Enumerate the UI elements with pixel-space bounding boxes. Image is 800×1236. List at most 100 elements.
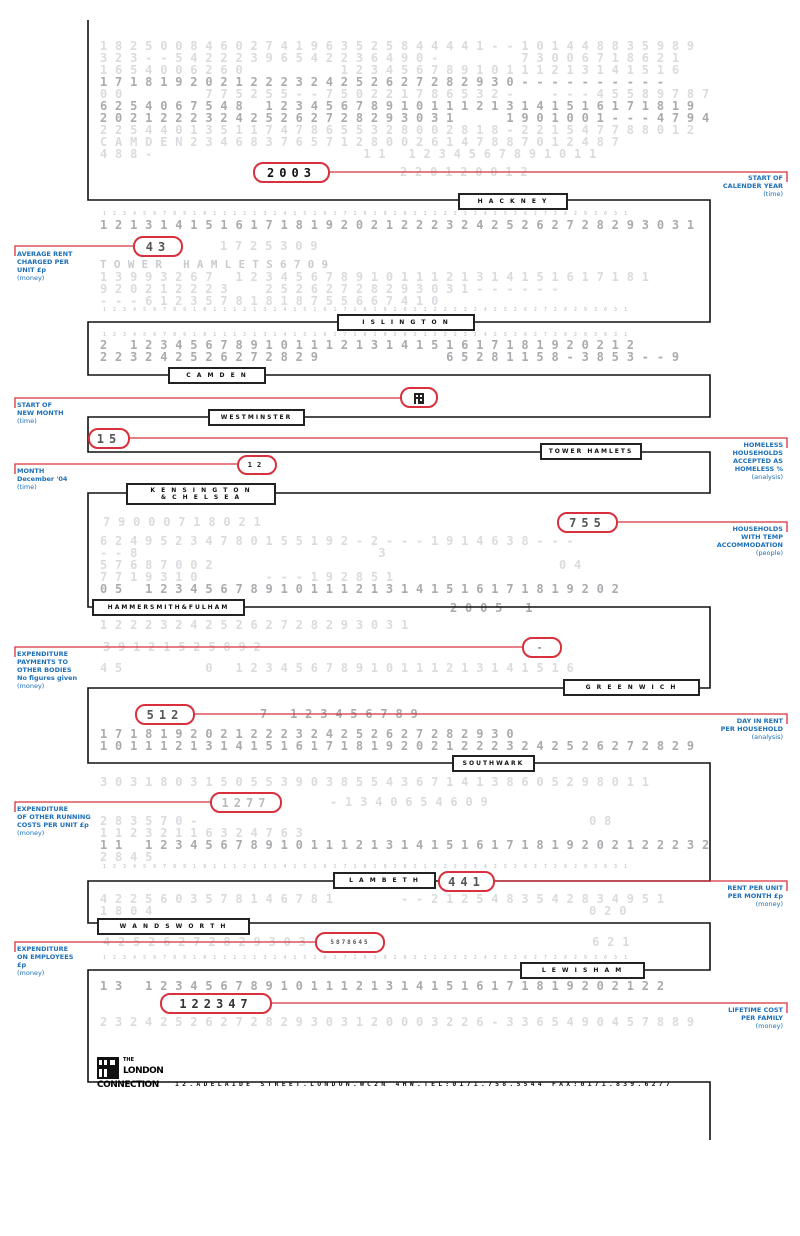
leader-line	[14, 245, 133, 256]
borough-lambeth: L A M B E T H	[333, 872, 436, 889]
leader-line	[618, 521, 788, 532]
leader-line	[14, 646, 522, 657]
number-row: 1 7 1 8 1 9 2 0 2 1 2 2 2 3 2 4 2 5 2 6 …	[100, 75, 665, 89]
leader-line	[330, 171, 788, 182]
value-bubble-month: 12	[237, 455, 277, 475]
value-bubble-calendar-year: 2003	[253, 162, 330, 183]
value-bubble-day-in-rent: 512	[135, 704, 195, 725]
number-row: 1 7 2 5 3 0 9	[220, 239, 318, 253]
borough-islington: I S L I N G T O N	[337, 314, 475, 331]
value-bubble-employees: 5878645	[315, 932, 385, 953]
number-row: 2 2 5 4 4 0 1 3 5 1 1 7 4 7 8 6 5 5 3 2 …	[100, 123, 695, 137]
number-row: 2 8 3 5 7 0 - 0 8	[100, 814, 612, 828]
number-row: 1 2 3 4 5 6 7 8 9 1 0 1 1 1 2 1 3 1 4 1 …	[103, 955, 630, 961]
borough-greenwich: G R E E N W I C H	[563, 679, 700, 696]
number-row: 0 5 1 2 3 4 5 6 7 8 9 1 0 1 1 1 2 1 3 1 …	[100, 582, 620, 596]
number-row: 3 0 3 1 8 0 3 1 5 0 5 5 3 9 0 3 8 5 5 4 …	[100, 775, 650, 789]
leader-line	[14, 801, 210, 812]
value-bubble-average-rent: 43	[133, 236, 183, 257]
number-row: 1 6 5 4 0 0 6 2 6 0 1 2 3 4 5 6 7 8 9 1 …	[100, 63, 680, 77]
number-row: 1 2 3 4 5 6 7 8 9 1 0 1 1 1 2 1 3 1 4 1 …	[103, 307, 630, 313]
number-row: 1 2 1 3 1 4 1 5 1 6 1 7 1 8 1 9 2 0 2 1 …	[100, 218, 695, 232]
value-bubble-payments-other-bodies: -	[522, 637, 562, 658]
number-row: 3 2 3 - - 5 4 2 2 2 3 9 6 5 4 2 2 3 6 4 …	[100, 51, 680, 65]
number-row: 4 2 2 5 6 0 3 5 7 8 1 4 6 7 8 1 - - 2 1 …	[100, 892, 665, 906]
number-row: C A M D E N 2 3 4 6 8 3 7 6 5 7 1 2 8 0 …	[100, 135, 620, 149]
borough-hackney: H A C K N E Y	[458, 193, 568, 210]
value-bubble-homeless-percent: 15	[88, 428, 130, 449]
number-row: 6 2 5 4 0 6 7 5 4 8 1 2 3 4 5 6 7 8 9 1 …	[100, 99, 695, 113]
label-rent-per-month: RENT PER UNIT PER MONTH £p(money)	[727, 884, 783, 908]
label-running-costs: EXPENDITURE OF OTHER RUNNING COSTS PER U…	[17, 805, 91, 837]
label-month: MONTH December '04(time)	[17, 467, 68, 491]
value-bubble-new-month	[400, 387, 438, 408]
number-row: 2 0 2 1 2 2 2 3 2 4 2 5 2 6 2 7 2 8 2 9 …	[100, 111, 710, 125]
number-row: 2 8 4 5	[100, 850, 153, 864]
logo-line-london: LONDON	[123, 1066, 164, 1076]
label-calendar-year: START OF CALENDER YEAR(time)	[722, 174, 783, 198]
number-row: 4 8 8 - 1 1 1 2 3 4 5 6 7 8 9 1 0 1 1	[100, 147, 597, 161]
number-row: 1 2 3 4 5 6 7 8 9 1 0 1 1 1 2 1 3 1 4 1 …	[103, 332, 630, 338]
label-average-rent: AVERAGE RENT CHARGED PER UNIT £p(money)	[17, 250, 73, 282]
number-row: - 1 3 4 0 6 5 4 6 0 9	[330, 795, 489, 809]
number-row: 1 8 0 4 0 2 0	[100, 904, 627, 918]
number-row: 2 2 3 2 4 2 5 2 6 2 7 2 8 2 9 6 5 2 8 1 …	[100, 350, 680, 364]
number-row: 0 0 7 7 5 2 5 5 - - 7 5 0 2 2 1 7 8 6 5 …	[100, 87, 710, 101]
number-row: 1 2 3 4 5 6 7 8 9 1 0 1 1 1 2 1 3 1 4 1 …	[103, 864, 630, 870]
leader-line	[14, 463, 237, 474]
label-day-in-rent: DAY IN RENT PER HOUSEHOLD(analysis)	[720, 717, 783, 741]
number-row: 1 1 2 3 2 1 1 6 3 2 4 7 6 3	[100, 826, 304, 840]
logo-line-connection: CONNECTION	[97, 1080, 159, 1090]
number-row: 1 2 2 2 3 2 4 2 5 2 6 2 7 2 8 2 9 3 0 3 …	[100, 618, 409, 632]
borough-lewisham: L E W I S H A M	[520, 962, 645, 979]
value-bubble-lifetime-cost: 122347	[160, 993, 272, 1014]
number-row: 5 7 6 8 7 0 0 2 0 4	[100, 558, 582, 572]
number-row: 1 2 3 4 5 6 7 8 9 1 0 1 1 1 2 1 3 1 4 1 …	[103, 211, 630, 217]
number-row: 2 0 0 5 1	[450, 601, 533, 615]
borough-route-line	[87, 20, 711, 1140]
label-lifetime-cost: LIFETIME COST PER FAMILY(money)	[728, 1006, 783, 1030]
number-row: 7 9 0 0 0 7 1 8 0 2 1	[103, 515, 262, 529]
borough-tower-hamlets: TOWER HAMLETS	[540, 443, 642, 460]
number-row: T O W E R H A M L E T S 6 7 0 9	[100, 258, 329, 271]
borough-kensington-chelsea: K E N S I N G T O N & C H E L S E A	[126, 483, 276, 505]
logo-line-the: THE	[123, 1057, 135, 1063]
footer-address: 12.ADELAIDE STREET.LONDON.WC2N 4HW.TEL:0…	[175, 1080, 673, 1088]
borough-hammersmith-fulham: HAMMERSMITH&FULHAM	[92, 599, 245, 616]
value-bubble-temp-accommodation: 755	[557, 512, 618, 533]
number-row: 1 1 1 2 3 4 5 6 7 8 9 1 0 1 1 1 2 1 3 1 …	[100, 838, 710, 852]
leader-line	[272, 1002, 788, 1013]
number-row: 6 2 4 9 5 2 3 4 7 8 0 1 5 5 1 9 2 - 2 - …	[100, 534, 575, 548]
label-payments-other-bodies: EXPENDITURE PAYMENTS TO OTHER BODIES No …	[17, 650, 78, 690]
leader-line	[495, 880, 788, 891]
borough-camden: C A M D E N	[168, 367, 266, 384]
leader-line	[130, 437, 788, 448]
number-row: 1 7 1 8 1 9 2 0 2 1 2 2 2 3 2 4 2 5 2 6 …	[100, 727, 514, 741]
number-row: 2 3 2 4 2 5 2 6 2 7 2 8 2 9 3 0 3 1 2 0 …	[100, 1015, 695, 1029]
number-row: 7 7 1 9 3 1 0 - - - 1 9 2 8 5 1	[100, 570, 394, 584]
number-row: 2 1 2 3 4 5 6 7 8 9 1 0 1 1 1 2 1 3 1 4 …	[100, 338, 635, 352]
borough-southwark: SOUTHWARK	[452, 755, 535, 772]
leader-line	[14, 397, 400, 408]
leader-line	[14, 941, 315, 952]
number-row: 1 3 9 9 3 2 6 7 1 2 3 4 5 6 7 8 9 1 0 1 …	[100, 270, 650, 284]
leader-lines	[14, 171, 788, 1013]
number-row: 1 8 2 5 0 0 8 4 6 0 2 7 4 1 9 6 3 5 2 5 …	[100, 39, 695, 53]
number-row: 1 3 1 2 3 4 5 6 7 8 9 1 0 1 1 1 2 1 3 1 …	[100, 979, 665, 993]
value-bubble-rent-per-month: 441	[438, 871, 495, 892]
label-new-month: START OF NEW MONTH(time)	[17, 401, 64, 425]
number-row: - - 8 3	[100, 546, 386, 560]
number-row: - - - 6 1 2 3 5 7 8 1 8 1 8 7 5 5 6 6 7 …	[100, 294, 439, 308]
london-connection-logo: THE LONDON CONNECTION	[97, 1055, 172, 1091]
value-bubble-running-costs: 1277	[210, 792, 282, 813]
number-row: 1 0 1 1 1 2 1 3 1 4 1 5 1 6 1 7 1 8 1 9 …	[100, 739, 695, 753]
borough-westminster: WESTMINSTER	[208, 409, 305, 426]
label-temp-accommodation: HOUSEHOLDS WITH TEMP ACCOMMODATION(peopl…	[716, 525, 783, 557]
building-icon	[414, 392, 424, 404]
label-homeless-percent: HOMELESS HOUSEHOLDS ACCEPTED AS HOMELESS…	[732, 441, 783, 481]
building-logo-icon	[97, 1057, 119, 1079]
borough-wandsworth: W A N D S W O R T H	[97, 918, 250, 935]
leader-line	[195, 713, 788, 724]
label-employees: EXPENDITURE ON EMPLOYEES £p(money)	[17, 945, 74, 977]
